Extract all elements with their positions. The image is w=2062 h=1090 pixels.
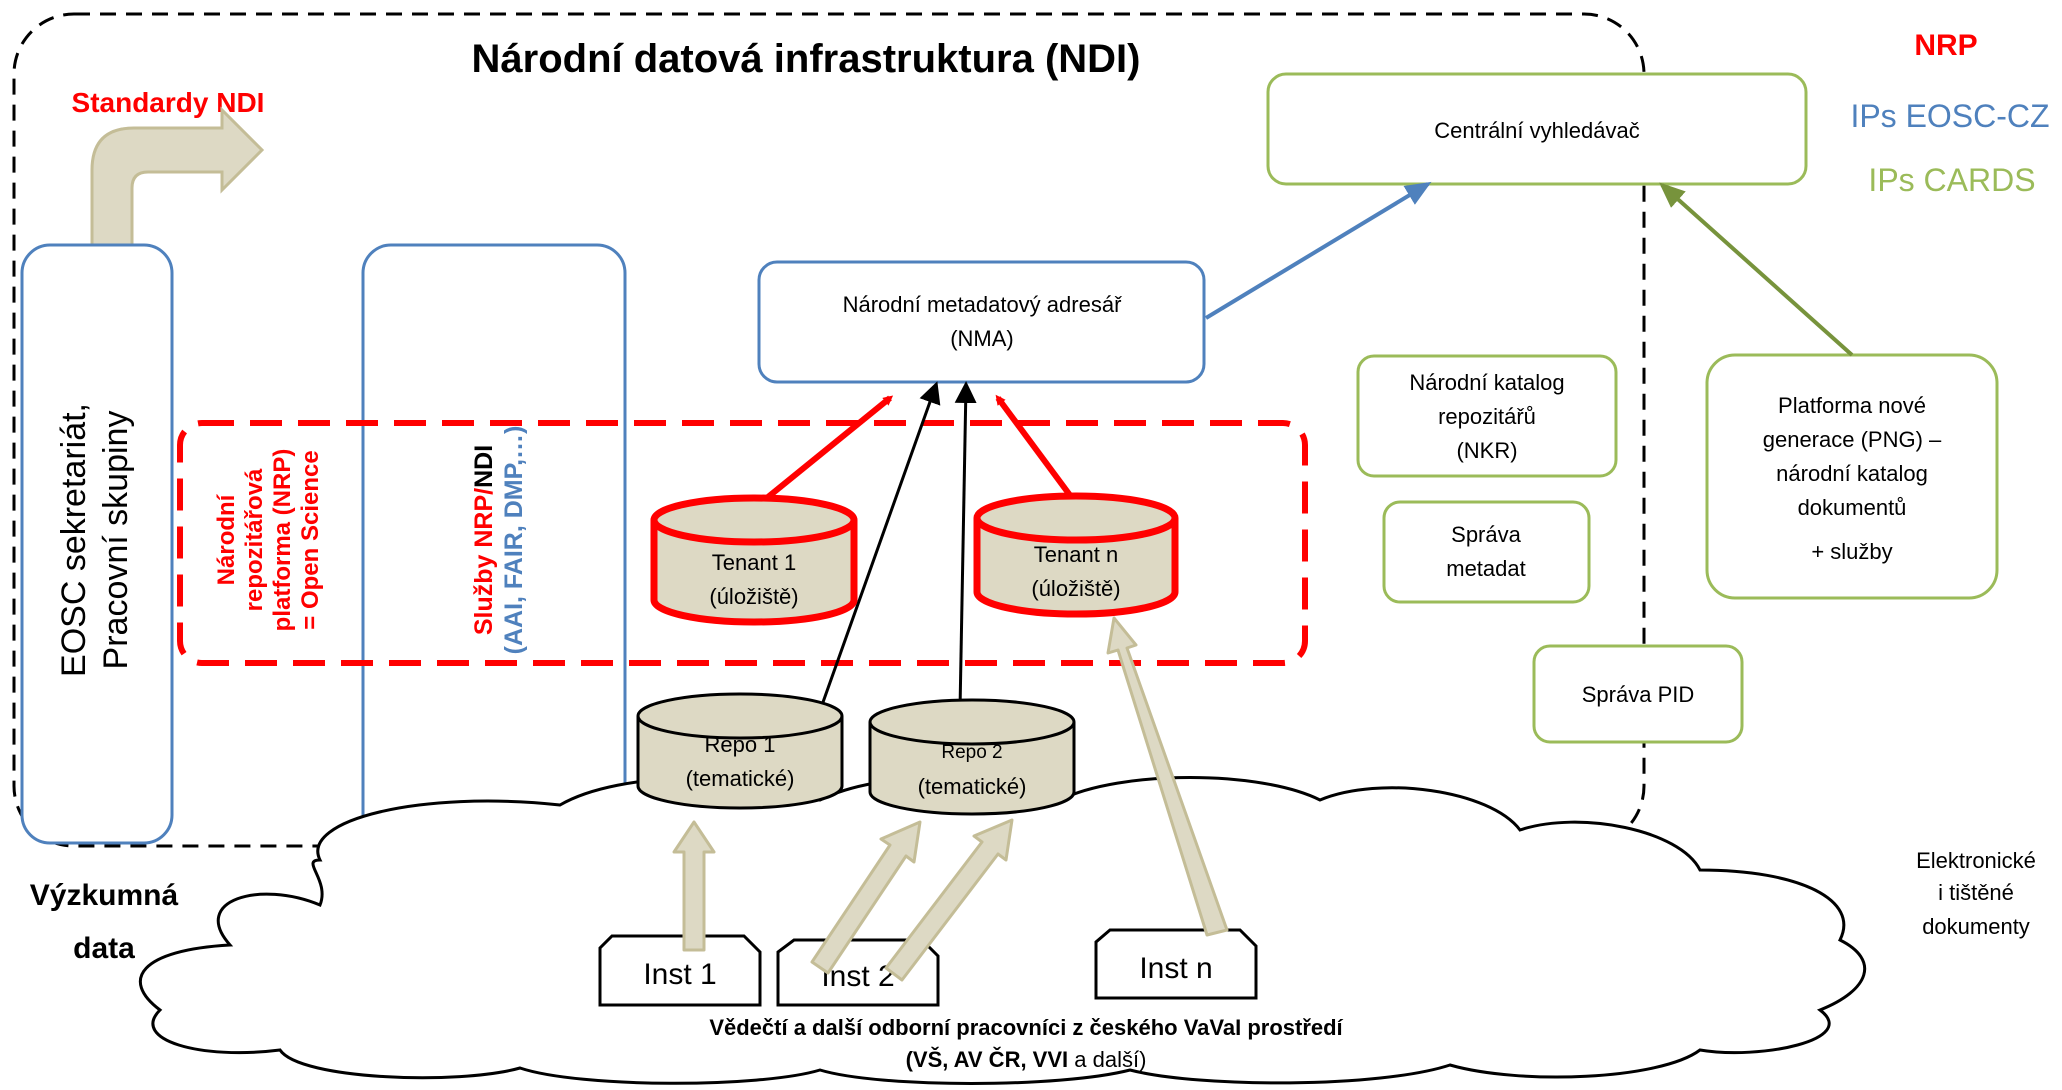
tenant-1-line2: (úložiště) — [709, 584, 798, 609]
documents-label-line3: dokumenty — [1922, 914, 2030, 939]
documents-label-line1: Elektronické — [1916, 848, 2036, 873]
instn-to-tenantn-arrow — [1106, 616, 1229, 937]
page-title: Národní datová infrastruktura (NDI) — [472, 37, 1141, 81]
pid-box-label: Správa PID — [1582, 682, 1695, 707]
inst-1-label: Inst 1 — [643, 958, 716, 991]
tenant-n-cylinder: Tenant n (úložiště) — [973, 492, 1179, 618]
eosc-box-line1: EOSC sekretariát, — [55, 403, 93, 677]
documents-label-line2: i tištěné — [1938, 880, 2014, 905]
metadata-box-line1: Správa — [1451, 522, 1521, 547]
cloud-text-bold: (VŠ, AV ČR, VVI — [906, 1047, 1069, 1072]
repo2-to-nma-arrow — [954, 381, 977, 711]
cloud-text-normal: a další) — [1068, 1047, 1146, 1072]
nkr-box-line2: repozitářů — [1438, 404, 1536, 429]
nrp-label-line3: platforma (NRP) — [269, 449, 296, 632]
tenant-1-line1: Tenant 1 — [712, 550, 796, 575]
png-box-line2: generace (PNG) – — [1763, 427, 1942, 452]
inst2-to-repo2-arrow — [884, 818, 1014, 982]
tenant-n-line1: Tenant n — [1034, 542, 1118, 567]
tenant1-to-nma-arrow — [750, 395, 894, 513]
services-label-line2: (AAI, FAIR, DMP,…) — [500, 426, 528, 655]
services-label-nrp: Služby NRP/ — [470, 488, 498, 635]
png-box-line3: národní katalog — [1776, 461, 1928, 486]
cloud-text-line2: (VŠ, AV ČR, VVI a další) — [906, 1047, 1147, 1072]
repo-1-line1: Repo 1 — [705, 732, 776, 757]
repo-2-line1: Repo 2 — [941, 742, 1002, 763]
research-data-line1: Výzkumná — [30, 879, 179, 912]
inst2-to-repo1-arrow — [810, 820, 922, 975]
legend-ips-eosc-cz: IPs EOSC-CZ — [1850, 98, 2049, 134]
repo-1-cylinder: Repo 1 (tematické) — [636, 692, 844, 810]
repo-2-line2: (tematické) — [918, 774, 1027, 799]
nrp-label-line1: Národní — [213, 493, 240, 585]
tenant-1-cylinder: Tenant 1 (úložiště) — [650, 494, 858, 626]
nrp-label-line4: = Open Science — [297, 450, 324, 629]
legend-ips-cards: IPs CARDS — [1868, 162, 2035, 198]
nrp-label-line2: repozitářová — [241, 468, 268, 611]
ndi-boundary — [12, 12, 1646, 848]
nma-box-line1: Národní metadatový adresář — [843, 292, 1122, 317]
metadata-box — [1382, 500, 1591, 604]
png-to-central-arrow — [1659, 182, 1854, 357]
png-box-line1: Platforma nové — [1778, 393, 1926, 418]
repo-2-cylinder: Repo 2 (tematické) — [868, 698, 1076, 816]
metadata-box-line2: metadat — [1446, 556, 1526, 581]
research-data-line2: data — [73, 932, 135, 965]
nma-box-line2: (NMA) — [950, 326, 1014, 351]
repo-1-line2: (tematické) — [686, 766, 795, 791]
cloud-text-line1: Vědečtí a další odborní pracovníci z čes… — [709, 1015, 1343, 1040]
png-box-line5: + služby — [1811, 539, 1892, 564]
inst-n: Inst n — [1094, 928, 1258, 1000]
tenant-n-line2: (úložiště) — [1031, 576, 1120, 601]
nma-to-central-arrow — [1204, 181, 1432, 320]
nkr-box — [1356, 354, 1618, 478]
legend-nrp: NRP — [1914, 29, 1977, 62]
inst-n-label: Inst n — [1139, 952, 1212, 985]
nkr-box-line3: (NKR) — [1456, 438, 1517, 463]
pid-box — [1532, 644, 1744, 744]
standards-curve-arrow — [90, 106, 265, 247]
repo1-to-nma-arrow — [820, 381, 941, 706]
standards-label: Standardy NDI — [72, 87, 265, 118]
central-search-box — [1266, 72, 1808, 186]
nma-box — [757, 260, 1206, 384]
nkr-box-line1: Národní katalog — [1409, 370, 1564, 395]
tenantn-to-nma-arrow — [995, 394, 1078, 504]
inst1-to-repo1-arrow — [672, 820, 716, 952]
eosc-box — [20, 243, 174, 845]
eosc-box-line2: Pracovní skupiny — [97, 411, 135, 670]
researchers-cloud — [139, 776, 1867, 1085]
png-box-line4: dokumentů — [1798, 495, 1907, 520]
inst-1: Inst 1 — [598, 934, 762, 1007]
services-label-ndi: NDI — [470, 445, 498, 488]
central-search-label: Centrální vyhledávač — [1434, 118, 1639, 143]
beige-arrows — [672, 616, 1229, 982]
nrp-boundary — [177, 420, 1308, 666]
services-label-line1: Služby NRP/NDI — [470, 445, 498, 635]
